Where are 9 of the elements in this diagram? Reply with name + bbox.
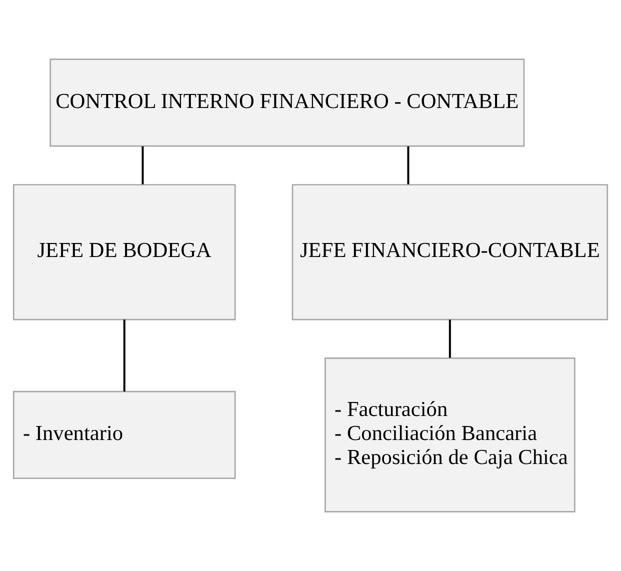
node-box: JEFE FINANCIERO-CONTABLE xyxy=(292,184,608,320)
node-box: JEFE DE BODEGA xyxy=(12,184,236,320)
connector xyxy=(142,146,144,184)
node-box: - Facturación - Conciliación Bancaria - Reposición de Caja Chica xyxy=(324,358,576,512)
node-box: CONTROL INTERNO FINANCIERO - CONTABLE xyxy=(50,58,525,147)
node-box: - Inventario xyxy=(12,390,236,479)
connector xyxy=(448,320,451,358)
connector xyxy=(407,146,410,184)
connector xyxy=(123,320,126,392)
